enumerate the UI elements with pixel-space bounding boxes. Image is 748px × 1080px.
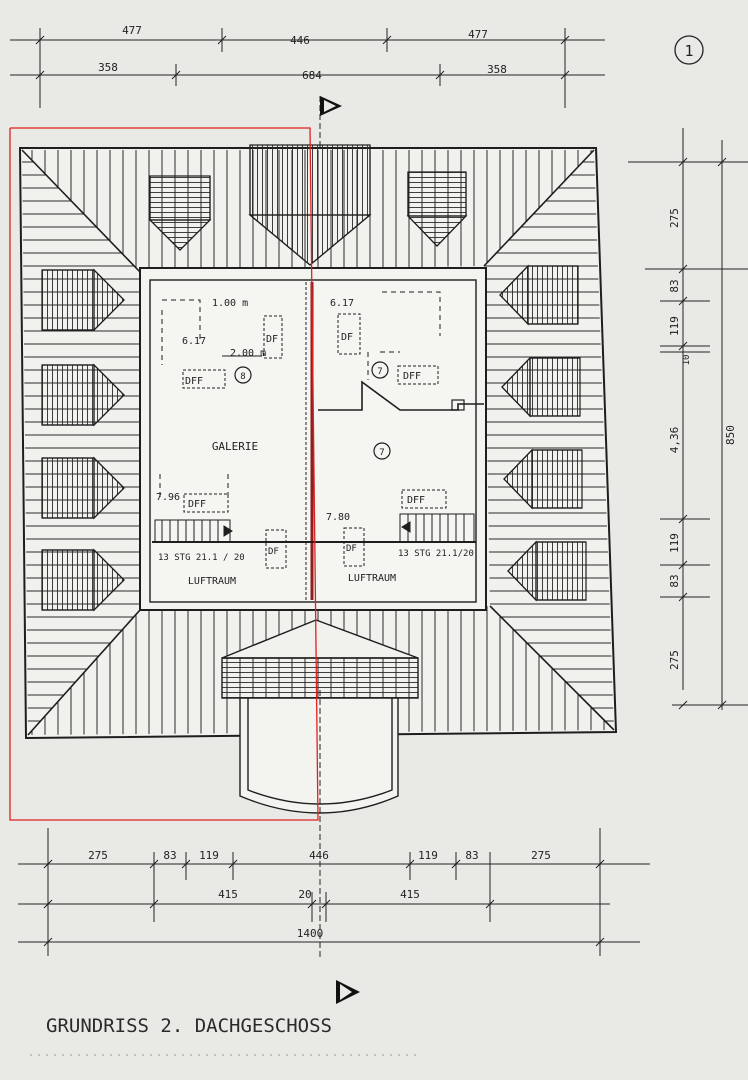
dim-bottom-1: 275	[88, 849, 108, 862]
dim-right-total: 850	[724, 425, 737, 445]
dim-bottom2-right: 415	[400, 888, 420, 901]
label-right-stair: 13 STG 21.1/20	[398, 549, 474, 559]
label-room-7-mid: 7	[379, 448, 384, 458]
dim-bottom-4: 446	[309, 849, 329, 862]
label-left-top-dim: 1.00 m	[212, 298, 248, 309]
dormer-east-3	[503, 448, 583, 510]
dim-top-right: 477	[468, 28, 488, 41]
label-right-luftraum: LUFTRAUM	[348, 573, 396, 584]
drawing-title: GRUNDRISS 2. DACHGESCHOSS	[46, 1015, 332, 1037]
label-right-ceiling: 6.17	[330, 298, 354, 309]
label-left-ceiling: 6.17	[182, 336, 206, 347]
dim-top2-middle: 684	[302, 69, 322, 82]
dim-right-3: 119	[668, 316, 681, 336]
label-left-luftraum: LUFTRAUM	[188, 576, 236, 587]
roof-window-right-dff2	[401, 489, 447, 509]
dim-right-4: 10	[682, 355, 692, 366]
dim-bottom-7: 275	[531, 849, 551, 862]
label-room-7-top: 7	[377, 367, 382, 377]
dim-bottom2-left: 415	[218, 888, 238, 901]
label-right-df2: DF	[346, 544, 357, 554]
label-left-dff: DFF	[185, 376, 203, 387]
dim-right-1: 275	[668, 208, 681, 228]
dim-bottom-total: 1400	[297, 927, 324, 940]
dormer-west-2	[41, 363, 125, 427]
stair-left	[154, 519, 233, 543]
roof-window-right-top	[337, 313, 361, 355]
dim-top2-left: 358	[98, 61, 118, 74]
label-left-dff2: DFF	[188, 499, 206, 510]
dim-top2-right: 358	[487, 63, 507, 76]
label-right-df: DF	[341, 332, 353, 343]
section-arrow-top	[319, 96, 342, 150]
dim-right-2: 83	[668, 279, 681, 292]
dim-right-5: 4,36	[668, 427, 681, 454]
dim-top-left: 477	[122, 24, 142, 37]
red-selection-frame	[9, 127, 319, 821]
dim-bottom-6: 83	[465, 849, 478, 862]
label-left-df: DF	[266, 334, 278, 345]
roof-window-left-low	[265, 529, 287, 569]
dim-bottom-5: 119	[418, 849, 438, 862]
dim-right-6: 119	[668, 533, 681, 553]
dim-bottom-2: 83	[163, 849, 176, 862]
section-arrow-bottom	[336, 980, 360, 1004]
label-left-stair: 13 STG 21.1 / 20	[158, 553, 245, 563]
dormer-north-3	[406, 171, 468, 247]
dim-top-middle: 446	[290, 34, 310, 47]
dormer-west-4	[41, 548, 125, 612]
label-room-8: 8	[240, 372, 245, 382]
top-dimension-lines	[10, 28, 605, 108]
dim-right-7: 83	[668, 574, 681, 587]
bottom-dimension-lines	[18, 828, 650, 956]
roof-window-left-dff2	[183, 493, 229, 513]
dormer-west-1	[41, 268, 125, 332]
label-right-dff2: DFF	[407, 495, 425, 506]
label-galerie: GALERIE	[212, 440, 258, 453]
dim-bottom-3: 119	[199, 849, 219, 862]
dim-bottom2-middle: 20	[298, 888, 311, 901]
roof-window-right-low	[343, 527, 365, 567]
dormer-east-4	[507, 540, 587, 602]
label-left-df2: DF	[268, 547, 279, 557]
stair-right	[399, 513, 475, 543]
right-dimension-lines	[628, 128, 748, 710]
label-right-dff: DFF	[403, 371, 421, 382]
label-left-low: 7.96	[156, 492, 180, 503]
dormer-north-1	[148, 175, 212, 251]
dim-right-8: 275	[668, 650, 681, 670]
label-left-small-dim: 2.00 m	[230, 348, 266, 359]
sheet-number: 1	[684, 42, 693, 60]
dormer-east-2	[501, 356, 581, 418]
sheet-number-marker: 1	[674, 35, 704, 65]
dormer-east-1	[499, 264, 579, 326]
dormer-west-3	[41, 456, 125, 520]
roof-window-left-dff	[182, 369, 226, 389]
label-right-low: 7.80	[326, 512, 350, 523]
roof-window-right-dff	[397, 365, 439, 385]
